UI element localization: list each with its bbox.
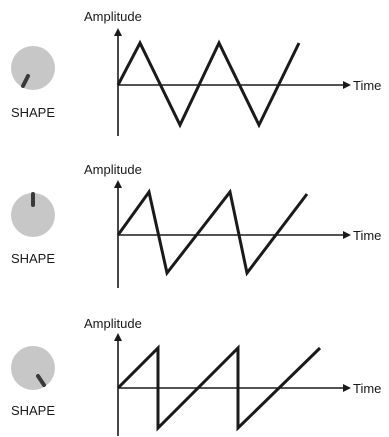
knob-face — [11, 46, 55, 90]
x-axis-label: Time — [353, 228, 381, 243]
y-axis-label: Amplitude — [84, 316, 142, 331]
shape-knob[interactable] — [11, 346, 55, 390]
shape-knob[interactable] — [11, 46, 55, 90]
knob-face — [11, 193, 55, 237]
y-axis-label: Amplitude — [84, 162, 142, 177]
panel-sawtooth: SHAPE Amplitude Time — [11, 316, 381, 436]
panel-asymmetric-triangle: SHAPE Amplitude Time — [11, 162, 381, 288]
knob-pointer — [36, 374, 46, 387]
y-axis-label: Amplitude — [84, 9, 142, 24]
knob-label: SHAPE — [11, 105, 55, 120]
x-axis-label: Time — [353, 381, 381, 396]
waveform-triangle — [116, 39, 301, 129]
waveform-sawtooth — [116, 344, 322, 432]
knob-label: SHAPE — [11, 251, 55, 266]
shape-knob[interactable] — [11, 192, 55, 237]
knob-face — [11, 346, 55, 390]
knob-pointer — [21, 74, 30, 88]
knob-label: SHAPE — [11, 403, 55, 418]
panel-triangle: SHAPE Amplitude Time — [11, 9, 381, 136]
x-axis-label: Time — [353, 78, 381, 93]
waveform-asymmetric-triangle — [116, 188, 309, 277]
